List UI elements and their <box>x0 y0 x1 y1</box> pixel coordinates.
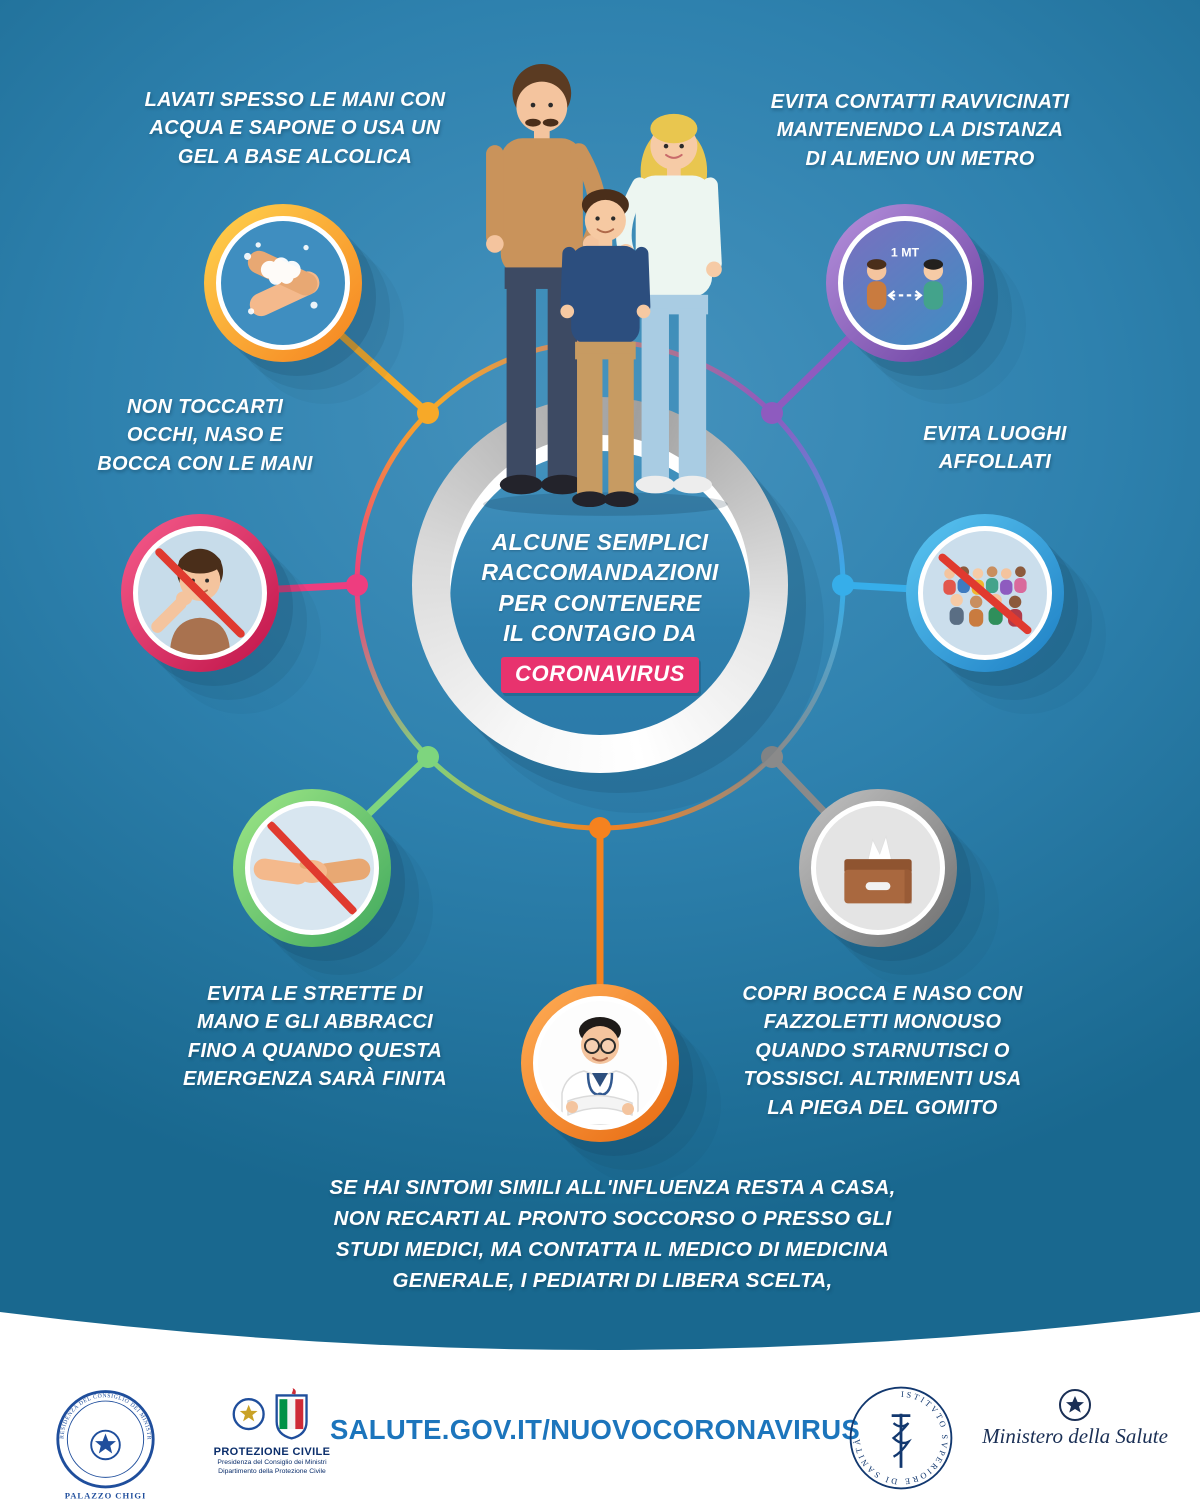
node-keep-distance: 1 MT <box>826 204 984 362</box>
center-line: IL CONTAGIO DA <box>503 620 697 647</box>
label-line: FINO A QUANDO QUESTA <box>187 1039 443 1062</box>
no-face-touching-icon <box>133 526 267 660</box>
label-line: NON TOCCARTI <box>126 396 284 418</box>
center-line: PER CONTENERE <box>498 589 702 616</box>
ministero-salute-name: Ministero della Salute <box>982 1424 1168 1448</box>
node-tissues <box>799 789 957 947</box>
center-ring-inner: ALCUNE SEMPLICI RACCOMANDAZIONI PER CONT… <box>450 435 750 735</box>
label-line: ACQUA E SAPONE O USA UN <box>149 117 441 140</box>
label-line: EMERGENZA SARÀ FINITA <box>182 1068 448 1091</box>
label-line: MANO E GLI ABBRACCI <box>196 1011 434 1034</box>
keep-distance-icon: 1 MT <box>838 216 972 350</box>
palazzo-chigi-banner: PALAZZO CHIGI <box>65 1490 147 1500</box>
protezione-civile-sub: Presidenza del Consiglio dei Ministri <box>217 1459 327 1466</box>
protezione-civile-emblem <box>232 1388 308 1440</box>
logo-palazzo-chigi: PRESIDENZA DEL CONSIGLIO DEI MINISTRI PA… <box>48 1382 155 1500</box>
protezione-civile-title: PROTEZIONE CIVILE <box>213 1446 331 1458</box>
no-handshakes-icon <box>245 801 379 935</box>
node-wash-hands <box>204 204 362 362</box>
node-no-face-touching <box>121 514 279 672</box>
label-wash-hands: LAVATI SPESSO LE MANI CON ACQUA E SAPONE… <box>110 86 480 171</box>
label-line: GEL A BASE ALCOLICA <box>177 145 413 168</box>
label-tissues: COPRI BOCCA E NASO CON FAZZOLETTI MONOUS… <box>710 980 1055 1122</box>
center-line: ALCUNE SEMPLICI <box>491 529 709 555</box>
doctor-icon <box>533 996 667 1130</box>
label-line: BOCCA CON LE MANI <box>97 452 313 475</box>
label-no-face-touching: NON TOCCARTI OCCHI, NASO E BOCCA CON LE … <box>60 393 350 478</box>
label-line: SE HAI SINTOMI SIMILI ALL'INFLUENZA REST… <box>329 1176 896 1199</box>
tissue-box-icon <box>811 801 945 935</box>
label-line: AFFOLLATI <box>938 451 1052 474</box>
label-line: COPRI BOCCA E NASO CON <box>742 983 1023 1005</box>
logo-ministero-salute: Ministero della Salute <box>960 1388 1190 1449</box>
label-keep-distance: EVITA CONTATTI RAVVICINATI MANTENENDO LA… <box>745 88 1095 173</box>
site-url: SALUTE.GOV.IT/NUOVOCORONAVIRUS <box>330 1414 861 1445</box>
label-line: EVITA LUOGHI <box>923 423 1067 445</box>
center-message: ALCUNE SEMPLICI RACCOMANDAZIONI PER CONT… <box>450 435 750 735</box>
label-line: DI ALMENO UN METRO <box>805 147 1035 170</box>
label-line: GENERALE, I PEDIATRI DI LIBERA SCELTA, <box>392 1269 833 1293</box>
label-line: EVITA LE STRETTE DI <box>207 983 423 1005</box>
label-line: QUANDO STARNUTISCI O <box>755 1039 1010 1062</box>
label-line: EVITA CONTATTI RAVVICINATI <box>770 91 1070 113</box>
node-avoid-crowds <box>906 514 1064 672</box>
label-line: LAVATI SPESSO LE MANI CON <box>144 89 446 111</box>
center-line: RACCOMANDAZIONI <box>481 559 719 586</box>
node-no-handshakes <box>233 789 391 947</box>
label-line: STUDI MEDICI, MA CONTATTA IL MEDICO DI M… <box>335 1238 890 1262</box>
logo-iss: ISTITVTO SVPERIORE DI SANITÀ <box>849 1386 953 1490</box>
protezione-civile-sub: Dipartimento della Protezione Civile <box>218 1468 326 1476</box>
family-illustration <box>483 63 728 516</box>
label-line: NON RECARTI AL PRONTO SOCCORSO O PRESSO … <box>333 1207 892 1231</box>
node-doctor <box>521 984 679 1142</box>
label-line: LA PIEGA DEL GOMITO <box>767 1096 998 1119</box>
avoid-crowds-icon <box>918 526 1052 660</box>
label-no-handshakes: EVITA LE STRETTE DI MANO E GLI ABBRACCI … <box>150 980 480 1094</box>
label-avoid-crowds: EVITA LUOGHI AFFOLLATI <box>870 420 1120 477</box>
label-line: TOSSISCI. ALTRIMENTI USA <box>743 1068 1022 1091</box>
coronavirus-badge: CORONAVIRUS <box>501 657 699 694</box>
logo-protezione-civile: PROTEZIONE CIVILE Presidenza del Consigl… <box>190 1388 354 1476</box>
wash-hands-icon <box>216 216 350 350</box>
distance-label: 1 MT <box>891 245 920 259</box>
label-line: MANTENENDO LA DISTANZA <box>776 119 1064 142</box>
footer-curve <box>0 1296 1200 1350</box>
ministero-salute-emblem <box>1059 1389 1091 1421</box>
label-line: OCCHI, NASO E <box>126 424 284 447</box>
label-line: FAZZOLETTI MONOUSO <box>763 1011 1002 1034</box>
center-ring: ALCUNE SEMPLICI RACCOMANDAZIONI PER CONT… <box>412 397 788 773</box>
